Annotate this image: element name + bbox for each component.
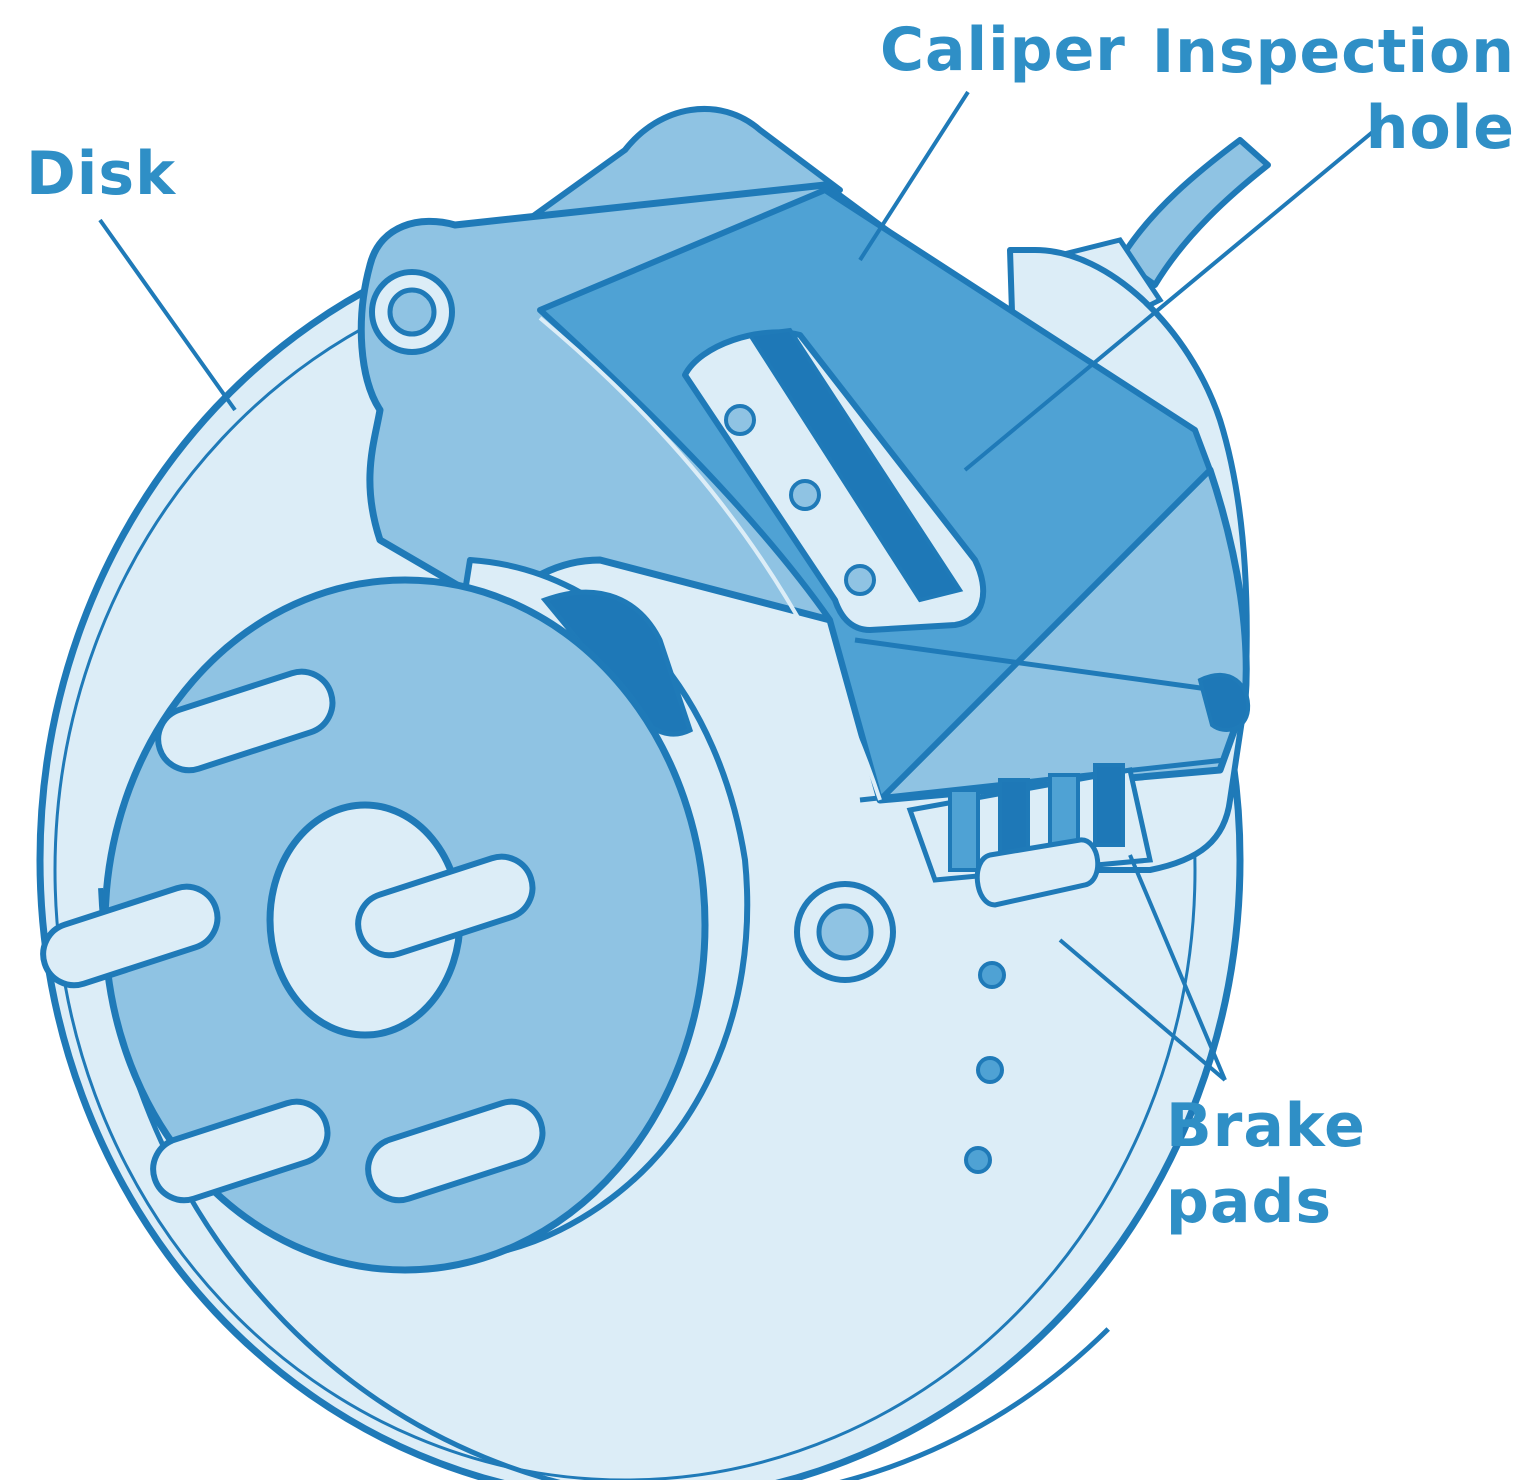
- leader-line-brake-pad-2: [1128, 854, 1227, 1081]
- label-disk-text: Disk: [26, 139, 176, 209]
- leader-line-brake-pad-1: [1058, 938, 1227, 1082]
- leader-line-caliper: [858, 90, 970, 262]
- label-inspection-hole-line-1: Inspection: [1151, 17, 1515, 87]
- inspection-window: [682, 327, 987, 633]
- label-inspection-hole: Inspection hole: [1152, 14, 1515, 166]
- label-brake-pads-line-2: pads: [1166, 1167, 1333, 1237]
- label-caliper-text: Caliper: [880, 15, 1126, 85]
- caliper-mount-bolts: [369, 269, 896, 983]
- leader-line-disk: [98, 218, 237, 412]
- label-brake-pads-line-1: Brake: [1166, 1091, 1366, 1161]
- brake-pads: [906, 763, 1154, 908]
- label-inspection-hole-line-2: hole: [1365, 93, 1515, 163]
- label-caliper: Caliper: [880, 12, 1126, 88]
- disk-edge-vents: [964, 961, 1006, 1174]
- leader-lines: [98, 90, 1377, 1082]
- label-brake-pads: Brake pads: [1166, 1088, 1366, 1240]
- label-disk: Disk: [26, 136, 176, 212]
- wheel-studs: [40, 668, 546, 1204]
- leader-line-inspection-hole: [963, 128, 1377, 472]
